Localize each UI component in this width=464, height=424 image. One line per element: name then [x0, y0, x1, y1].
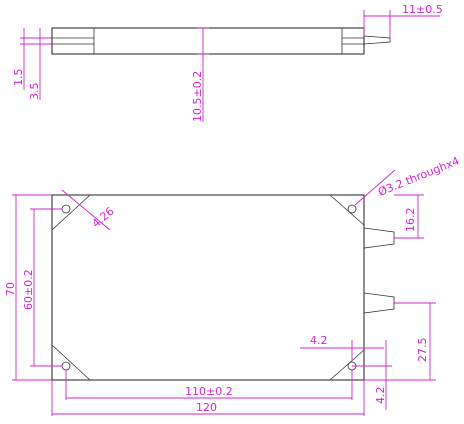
dim-width: 120 [196, 401, 217, 414]
leader-line [354, 169, 396, 206]
dim-hole-edge-x: 4.2 [310, 334, 328, 347]
dim-pin-offset: 27.5 [416, 338, 429, 363]
corner-chamfer [329, 194, 365, 226]
dim-line [61, 189, 111, 231]
corner-chamfer [51, 344, 91, 381]
dim-slot-height: 1.5 [12, 69, 25, 87]
dim-hole-edge-y: 4.2 [374, 387, 387, 405]
side-pin [363, 35, 391, 45]
dim-height: 70 [4, 282, 17, 296]
dim-pin-spacing: 16.2 [404, 208, 417, 233]
dim-hole-pitch-h: 110±0.2 [185, 385, 233, 398]
top-view-body [51, 194, 365, 381]
pin [363, 292, 395, 314]
mounting-hole [347, 204, 357, 214]
dim-hole-pitch-v: 60±0.2 [22, 269, 35, 310]
mounting-hole [61, 361, 71, 371]
dim-pin-length: 11±0.5 [402, 3, 443, 16]
dim-chamfer: 4.26 [90, 205, 117, 231]
dim-thickness: 10.5±0.2 [191, 71, 204, 122]
top-view: Ø3.2 throughx4 4.26 70 60±0.2 110±0.2 12… [4, 154, 461, 416]
pin [363, 227, 395, 249]
dim-ledge-height: 3.5 [28, 83, 41, 101]
dim-hole: Ø3.2 throughx4 [376, 154, 461, 198]
side-view-body [51, 27, 365, 55]
corner-chamfer [51, 194, 91, 231]
corner-chamfer [329, 349, 365, 381]
side-view: 11±0.5 10.5±0.2 1.5 3.5 [12, 3, 443, 122]
mounting-hole [61, 204, 71, 214]
